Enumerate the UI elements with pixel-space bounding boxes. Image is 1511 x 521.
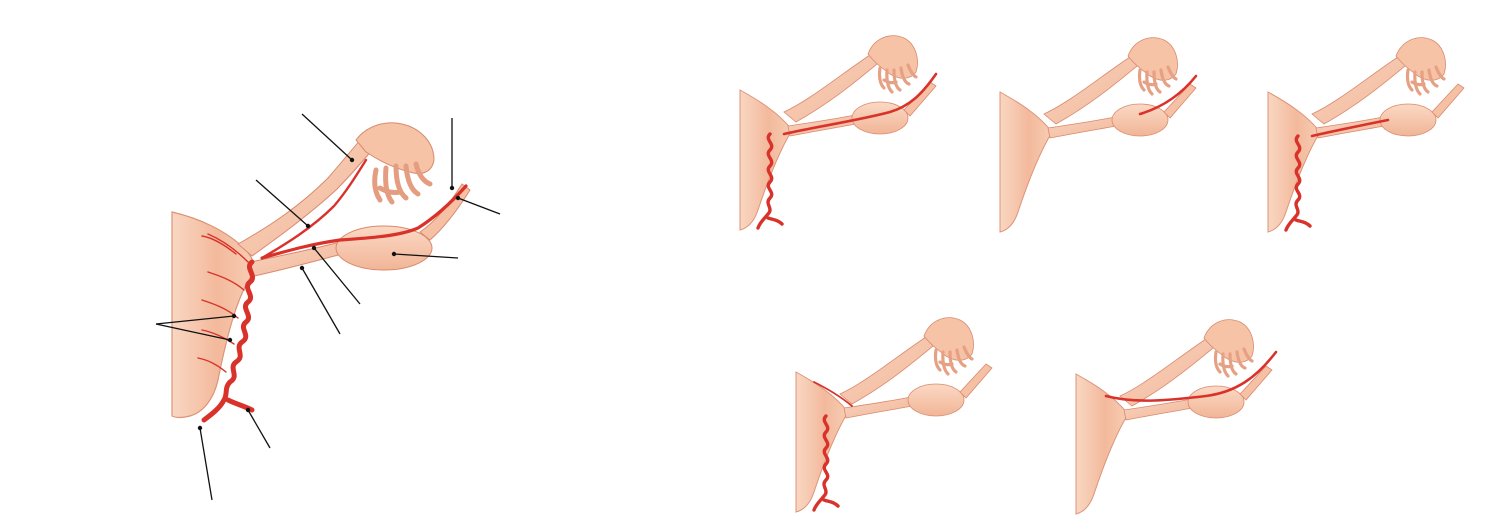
leader-dots xyxy=(197,157,461,431)
leader-line xyxy=(301,267,341,335)
variant-panel-5 xyxy=(1074,318,1278,516)
leader-lines xyxy=(155,113,501,501)
leader-line xyxy=(457,197,501,215)
uterine-branches xyxy=(197,233,249,373)
leader-line xyxy=(313,247,361,305)
leader-line xyxy=(393,253,459,259)
leader-line xyxy=(199,427,213,501)
suspensory-ligament xyxy=(419,183,471,241)
leader-line xyxy=(247,409,271,449)
infundibulum xyxy=(355,122,435,174)
tubal-branch-artery xyxy=(260,158,368,260)
leader-line xyxy=(155,323,231,341)
fimbriae xyxy=(372,161,433,205)
uterine-artery xyxy=(201,259,256,423)
variant-panel-4 xyxy=(794,316,994,514)
ovary xyxy=(335,225,433,271)
main-panel xyxy=(155,113,501,501)
leader-line xyxy=(155,315,235,325)
variant-panel-2 xyxy=(998,36,1198,234)
leader-line xyxy=(255,179,309,227)
variant-panel-1 xyxy=(738,34,938,232)
leader-line xyxy=(301,113,353,161)
variant-panel-3 xyxy=(1266,36,1466,234)
ovarian-artery xyxy=(260,184,468,260)
